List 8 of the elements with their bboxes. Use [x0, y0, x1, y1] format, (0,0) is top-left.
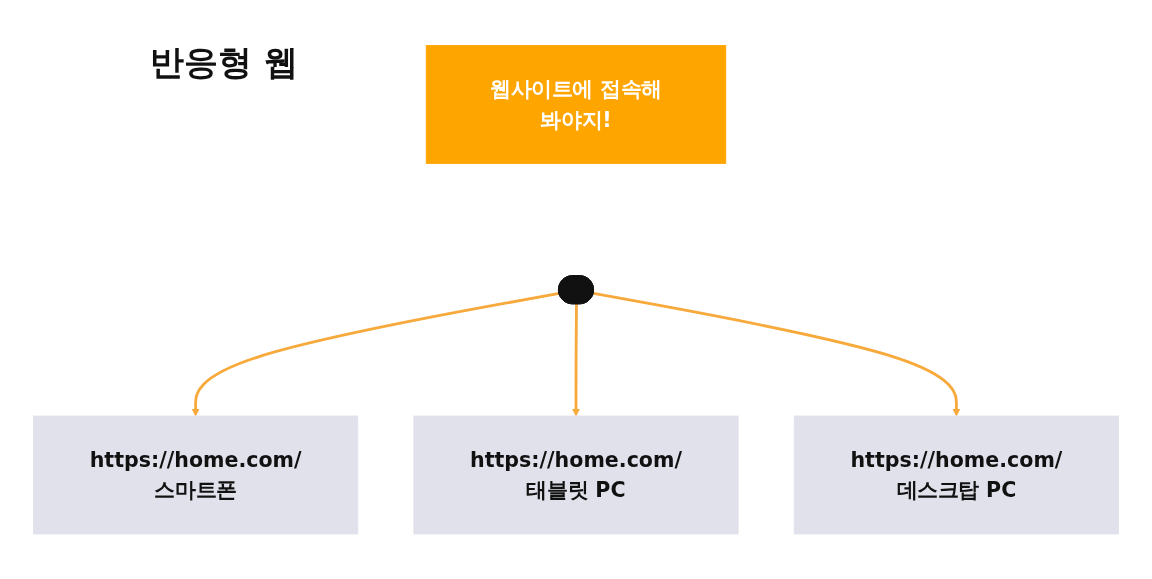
arrow: [571, 304, 581, 417]
arrow: [191, 291, 560, 417]
node-box: 웹사이트에 접속해봐야지!: [425, 44, 727, 164]
title: 반응형 웹: [150, 41, 298, 84]
node-box: https://home.com/ 데스크탑 PC: [793, 415, 1119, 535]
arrow: [593, 291, 961, 417]
node-box: https://home.com/ 스마트폰: [33, 415, 359, 535]
node-box: https://home.com/ 태블릿 PC: [413, 415, 739, 535]
